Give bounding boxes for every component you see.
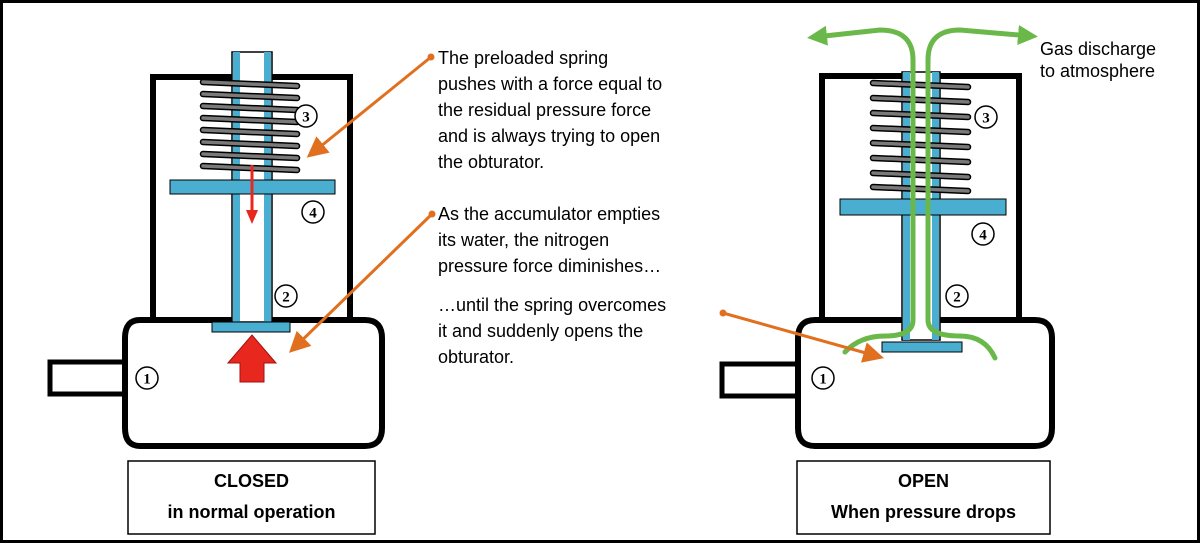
note-accumulator: As the accumulator empties its water, th… — [438, 201, 712, 279]
obturator-disc — [881, 341, 963, 353]
note-opens: …until the spring overcomes it and sudde… — [438, 292, 712, 370]
note-opens-line: …until the spring overcomes — [438, 295, 667, 315]
spring — [199, 78, 301, 174]
open-caption: OPEN When pressure drops — [797, 469, 1050, 524]
closed-caption-box — [127, 460, 376, 535]
badge-3: 3 — [974, 105, 998, 129]
open-caption-subtitle: When pressure drops — [830, 502, 1017, 522]
badge-4: 4 — [301, 200, 325, 224]
note-spring-line: The preloaded spring — [438, 48, 609, 68]
svg-text:4: 4 — [979, 228, 987, 244]
note-opens-line: it and suddenly opens the — [438, 321, 644, 341]
note-spring-line: pushes with a force equal to — [438, 74, 663, 94]
callout-arrow-accumulator — [288, 212, 434, 353]
gas-discharge-line: to atmosphere — [1040, 61, 1156, 81]
spring — [869, 79, 972, 195]
callout-arrow-opens — [722, 311, 885, 363]
svg-text:2: 2 — [282, 290, 290, 306]
note-spring-line: the obturator. — [438, 152, 545, 172]
pressure-force-arrow — [226, 334, 278, 383]
valve-body — [122, 317, 385, 449]
svg-text:2: 2 — [953, 290, 961, 306]
gas-discharge-line: Gas discharge — [1040, 39, 1157, 59]
obturator-disc — [211, 321, 291, 333]
inlet-pipe — [719, 361, 803, 399]
note-accumulator-line: As the accumulator empties — [438, 204, 661, 224]
gas-flow — [807, 25, 1038, 361]
open-caption-box — [796, 460, 1051, 535]
badge-1: 1 — [135, 366, 159, 390]
badge-2: 2 — [274, 284, 298, 308]
open-valve: 1 2 3 4 — [719, 25, 1055, 535]
note-opens-line: obturator. — [438, 347, 515, 367]
svg-text:3: 3 — [982, 111, 990, 127]
closed-caption-title: CLOSED — [213, 471, 289, 491]
closed-caption: CLOSED in normal operation — [128, 469, 375, 524]
badge-1: 1 — [811, 366, 835, 390]
note-spring-line: the residual pressure force — [438, 100, 652, 120]
gas-discharge-label: Gas discharge to atmosphere — [1040, 38, 1156, 82]
note-spring-line: and is always trying to open — [438, 126, 661, 146]
closed-caption-subtitle: in normal operation — [167, 502, 336, 522]
badge-3: 3 — [294, 104, 318, 128]
svg-text:1: 1 — [143, 372, 151, 388]
svg-text:3: 3 — [302, 110, 310, 126]
svg-text:4: 4 — [309, 206, 317, 222]
note-accumulator-line: its water, the nitrogen — [438, 230, 610, 250]
closed-valve: 1 2 3 4 — [47, 51, 385, 535]
callout-arrow-spring — [306, 55, 432, 158]
badge-2: 2 — [945, 284, 969, 308]
svg-text:1: 1 — [819, 372, 827, 388]
spring-force-arrowhead — [246, 210, 258, 224]
spring-plate — [839, 198, 1007, 216]
note-accumulator-line: pressure force diminishes… — [438, 256, 662, 276]
inlet-pipe — [47, 359, 133, 397]
note-spring: The preloaded spring pushes with a force… — [438, 45, 712, 175]
callout-arrows — [288, 53, 885, 363]
open-caption-title: OPEN — [897, 471, 949, 491]
badge-4: 4 — [971, 222, 995, 246]
